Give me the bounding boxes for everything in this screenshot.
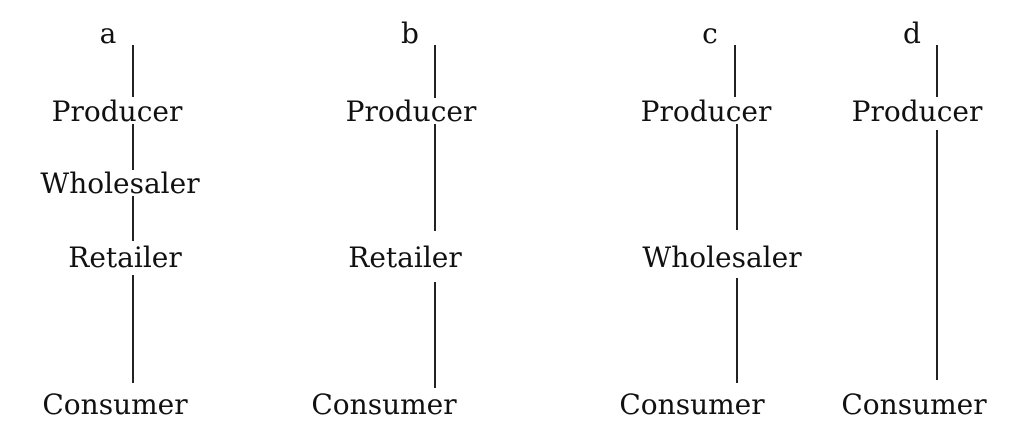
connector-line [936,130,938,380]
connector-line [132,124,134,170]
node-producer: Producer [851,95,983,128]
connector-line [736,278,738,383]
connector-line [936,45,938,97]
connector-line [434,45,436,98]
connector-line [434,124,436,231]
connector-line [736,124,738,230]
node-consumer: Consumer [841,388,987,421]
column-label-a: a [99,17,117,50]
column-label-c: c [702,17,718,50]
connector-line [434,282,436,388]
node-producer: Producer [640,95,772,128]
node-consumer: Consumer [311,388,457,421]
node-retailer: Retailer [348,241,462,274]
node-producer: Producer [345,95,477,128]
node-consumer: Consumer [42,388,188,421]
connector-line [132,196,134,241]
node-consumer: Consumer [619,388,765,421]
connector-line [132,45,134,97]
node-retailer: Retailer [68,241,182,274]
node-wholesaler: Wholesaler [40,167,200,200]
column-label-b: b [401,17,419,50]
connector-line [734,45,736,97]
connector-line [132,275,134,383]
node-wholesaler: Wholesaler [642,241,802,274]
node-producer: Producer [51,95,183,128]
column-label-d: d [903,17,921,50]
